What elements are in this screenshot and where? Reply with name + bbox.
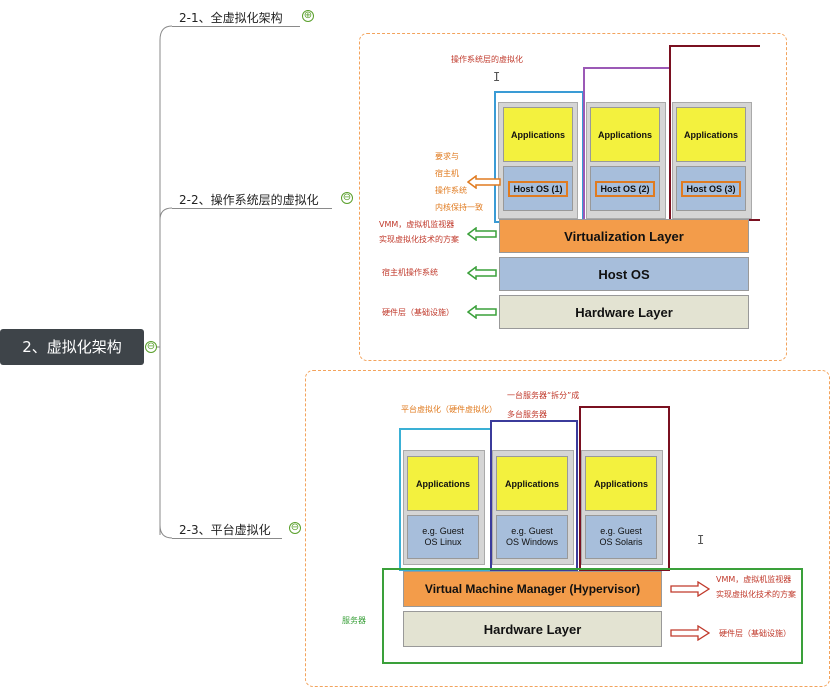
guest-os-box: e.g. Guest OS Solaris [585,515,657,559]
hypervisor-layer: Virtual Machine Manager (Hypervisor) [403,571,662,607]
applications-box: Applications [585,456,657,511]
host-os-label: Host OS (1) [508,180,568,197]
hardware-note: 硬件层（基础设施） [719,629,791,638]
topic-platform-virtualization[interactable]: 2-3、平台虚拟化 [179,521,271,538]
server-label: 服务器 [342,616,366,625]
arrow-right-icon [670,625,710,641]
host-os-box: Host OS (3) [676,166,746,211]
arrow-icon [467,266,497,280]
isolation-note-line: 操作系统 [435,186,467,195]
arrow-icon [467,227,497,241]
host-os-note: 宿主机操作系统 [382,268,438,277]
platform-label: 平台虚拟化（硬件虚拟化） [401,405,497,414]
os-virtualization-image-frame[interactable] [359,33,787,361]
topic-underline [172,538,282,539]
isolation-note-line: 宿主机 [435,169,459,178]
guest-os-box: e.g. Guest OS Windows [496,515,568,559]
arrow-icon [467,305,497,319]
platform-virtualization-image-frame[interactable] [305,370,830,687]
topic-underline [172,208,332,209]
host-os-label: Host OS (3) [681,180,741,197]
arrow-icon [467,175,501,189]
topic-full-virtualization[interactable]: 2-1、全虚拟化架构 [179,9,283,26]
topic-underline [172,26,300,27]
root-collapse-toggle[interactable]: ⊖ [145,341,157,353]
vm-frame-darkred [579,406,670,571]
hardware-layer: Hardware Layer [403,611,662,647]
applications-box: Applications [496,456,568,511]
text-cursor-icon: I [697,533,705,547]
collapse-toggle[interactable]: ⊖ [289,522,301,534]
hardware-layer: Hardware Layer [499,295,749,329]
topic-full-virtualization-label: 2-1、全虚拟化架构 [179,11,283,25]
virtualization-layer: Virtualization Layer [499,219,749,253]
applications-box: Applications [407,456,479,511]
root-topic-label: 2、虚拟化架构 [22,338,122,356]
applications-box: Applications [590,107,660,162]
host-os-layer: Host OS [499,257,749,291]
applications-box: Applications [676,107,746,162]
vmm-note-line: 实现虚拟化技术的方案 [379,235,459,244]
root-topic[interactable]: 2、虚拟化架构 [0,329,144,365]
isolation-note: 要求与 宿主机 操作系统 内核保持一致 [435,149,483,215]
topic-platform-virtualization-label: 2-3、平台虚拟化 [179,523,271,537]
topic-os-virtualization-label: 2-2、操作系统层的虚拟化 [179,193,319,207]
expand-toggle[interactable]: ⊕ [302,10,314,22]
guest-os-box: e.g. Guest OS Linux [407,515,479,559]
host-os-box: Host OS (1) [503,166,573,211]
host-os-box: Host OS (2) [590,166,660,211]
applications-box: Applications [503,107,573,162]
vmm-note-line: VMM，虚拟机监视器 [379,220,455,229]
split-label: 一台服务器“拆分”成 [507,391,580,400]
isolation-note-line: 要求与 [435,152,459,161]
multi-server-label: 多台服务器 [507,410,547,419]
vmm-note-line: VMM，虚拟机监视器 [716,575,792,584]
hardware-note: 硬件层（基础设施） [382,308,454,317]
vmm-note-line: 实现虚拟化技术的方案 [716,590,796,599]
vmm-note: VMM，虚拟机监视器 实现虚拟化技术的方案 [379,217,459,247]
host-os-label: Host OS (2) [595,180,655,197]
vm-frame-navy [490,420,578,571]
arrow-right-icon [670,581,710,597]
os-diagram-title: 操作系统层的虚拟化 [451,55,523,64]
os-virtualization-diagram: 操作系统层的虚拟化 I Applications Applications Ap… [362,40,760,354]
collapse-toggle[interactable]: ⊖ [341,192,353,204]
isolation-note-line: 内核保持一致 [435,203,483,212]
text-cursor-icon: I [493,70,501,84]
topic-os-virtualization[interactable]: 2-2、操作系统层的虚拟化 [179,191,319,208]
vmm-note: VMM，虚拟机监视器 实现虚拟化技术的方案 [716,572,796,602]
platform-virtualization-diagram: 平台虚拟化（硬件虚拟化） 一台服务器“拆分”成 多台服务器 Applicatio… [310,375,822,680]
server-frame [382,568,803,664]
